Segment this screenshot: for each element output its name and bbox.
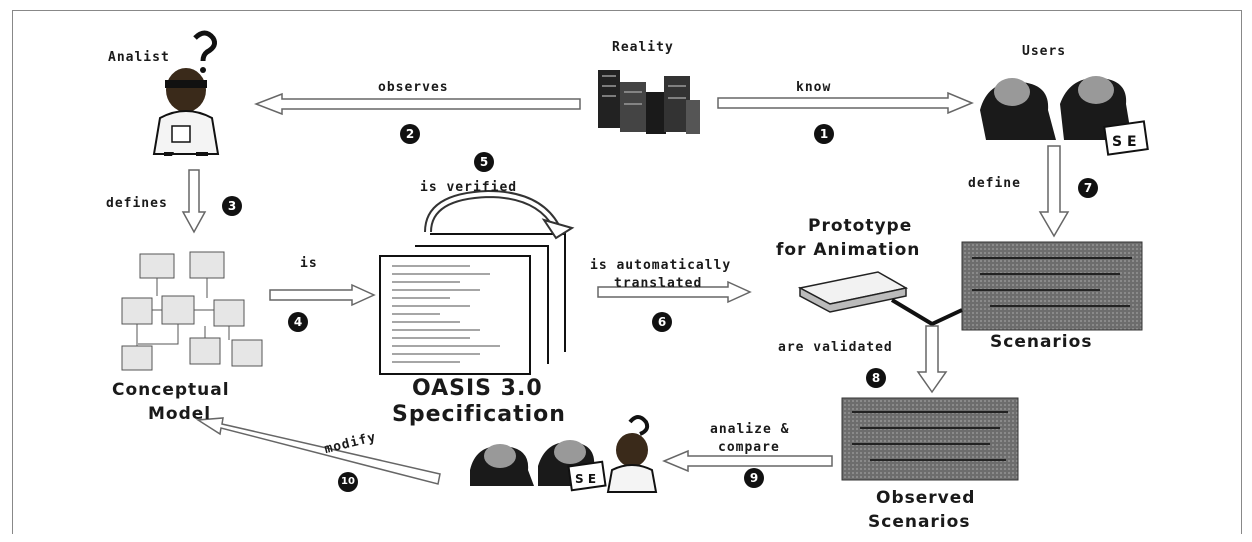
arrow-modify xyxy=(195,417,441,485)
specification-caption: Specification xyxy=(392,402,566,427)
observes-label: observes xyxy=(378,80,449,95)
for-animation-caption: for Animation xyxy=(776,240,921,260)
step-badge-2: 2 xyxy=(400,124,420,144)
step-badge-7: 7 xyxy=(1078,178,1098,198)
step-badge-4: 4 xyxy=(288,312,308,332)
observed-scenarios-caption: Scenarios xyxy=(868,512,971,532)
arrow-translated xyxy=(597,280,752,304)
analize-label: analize & xyxy=(710,422,790,437)
step-badge-3: 3 xyxy=(222,196,242,216)
reality-buildings-icon xyxy=(598,70,700,134)
users-and-analist-group-icon: S E xyxy=(470,415,658,493)
arrow-know xyxy=(717,91,974,115)
model-caption: Model xyxy=(148,404,212,424)
step-badge-9: 9 xyxy=(744,468,764,488)
defines-label: defines xyxy=(106,196,168,211)
conceptual-model-diagram xyxy=(121,251,263,371)
arrow-defines xyxy=(181,169,207,234)
is-automatically-label: is automatically xyxy=(590,258,732,273)
observed-caption: Observed xyxy=(876,488,976,508)
step-badge-1: 1 xyxy=(814,124,834,144)
define-label: define xyxy=(968,176,1021,191)
reality-label: Reality xyxy=(612,40,674,55)
is-label: is xyxy=(300,256,318,271)
are-validated-label: are validated xyxy=(778,340,893,355)
analist-figure-icon xyxy=(152,30,220,156)
conceptual-caption: Conceptual xyxy=(112,380,230,400)
prototype-device-icon xyxy=(797,271,909,313)
arrow-is xyxy=(269,283,376,307)
is-verified-label: is verified xyxy=(420,180,518,195)
prototype-caption: Prototype xyxy=(808,216,913,236)
oasis-specification-document xyxy=(379,189,575,375)
step-badge-10: 10 xyxy=(338,472,358,492)
translated-label: translated xyxy=(614,276,703,291)
users-label: Users xyxy=(1022,44,1067,59)
svg-text:S E: S E xyxy=(575,472,596,486)
scenarios-image xyxy=(961,241,1143,331)
scenarios-caption: Scenarios xyxy=(990,332,1093,352)
oasis-caption: OASIS 3.0 xyxy=(412,376,543,401)
know-label: know xyxy=(796,80,832,95)
arrow-observes xyxy=(253,92,581,116)
step-badge-6: 6 xyxy=(652,312,672,332)
step-badge-8: 8 xyxy=(866,368,886,388)
svg-text:S E: S E xyxy=(1112,134,1137,150)
arrow-analize-compare xyxy=(662,449,833,473)
arrow-define xyxy=(1038,145,1070,238)
analist-label: Analist xyxy=(108,50,170,65)
arrow-are-validated xyxy=(890,298,963,394)
step-badge-5: 5 xyxy=(474,152,494,172)
compare-label: compare xyxy=(718,440,780,455)
diagram-frame xyxy=(12,10,1242,534)
observed-scenarios-image xyxy=(841,397,1019,481)
users-figure-icon: S E xyxy=(980,76,1149,156)
